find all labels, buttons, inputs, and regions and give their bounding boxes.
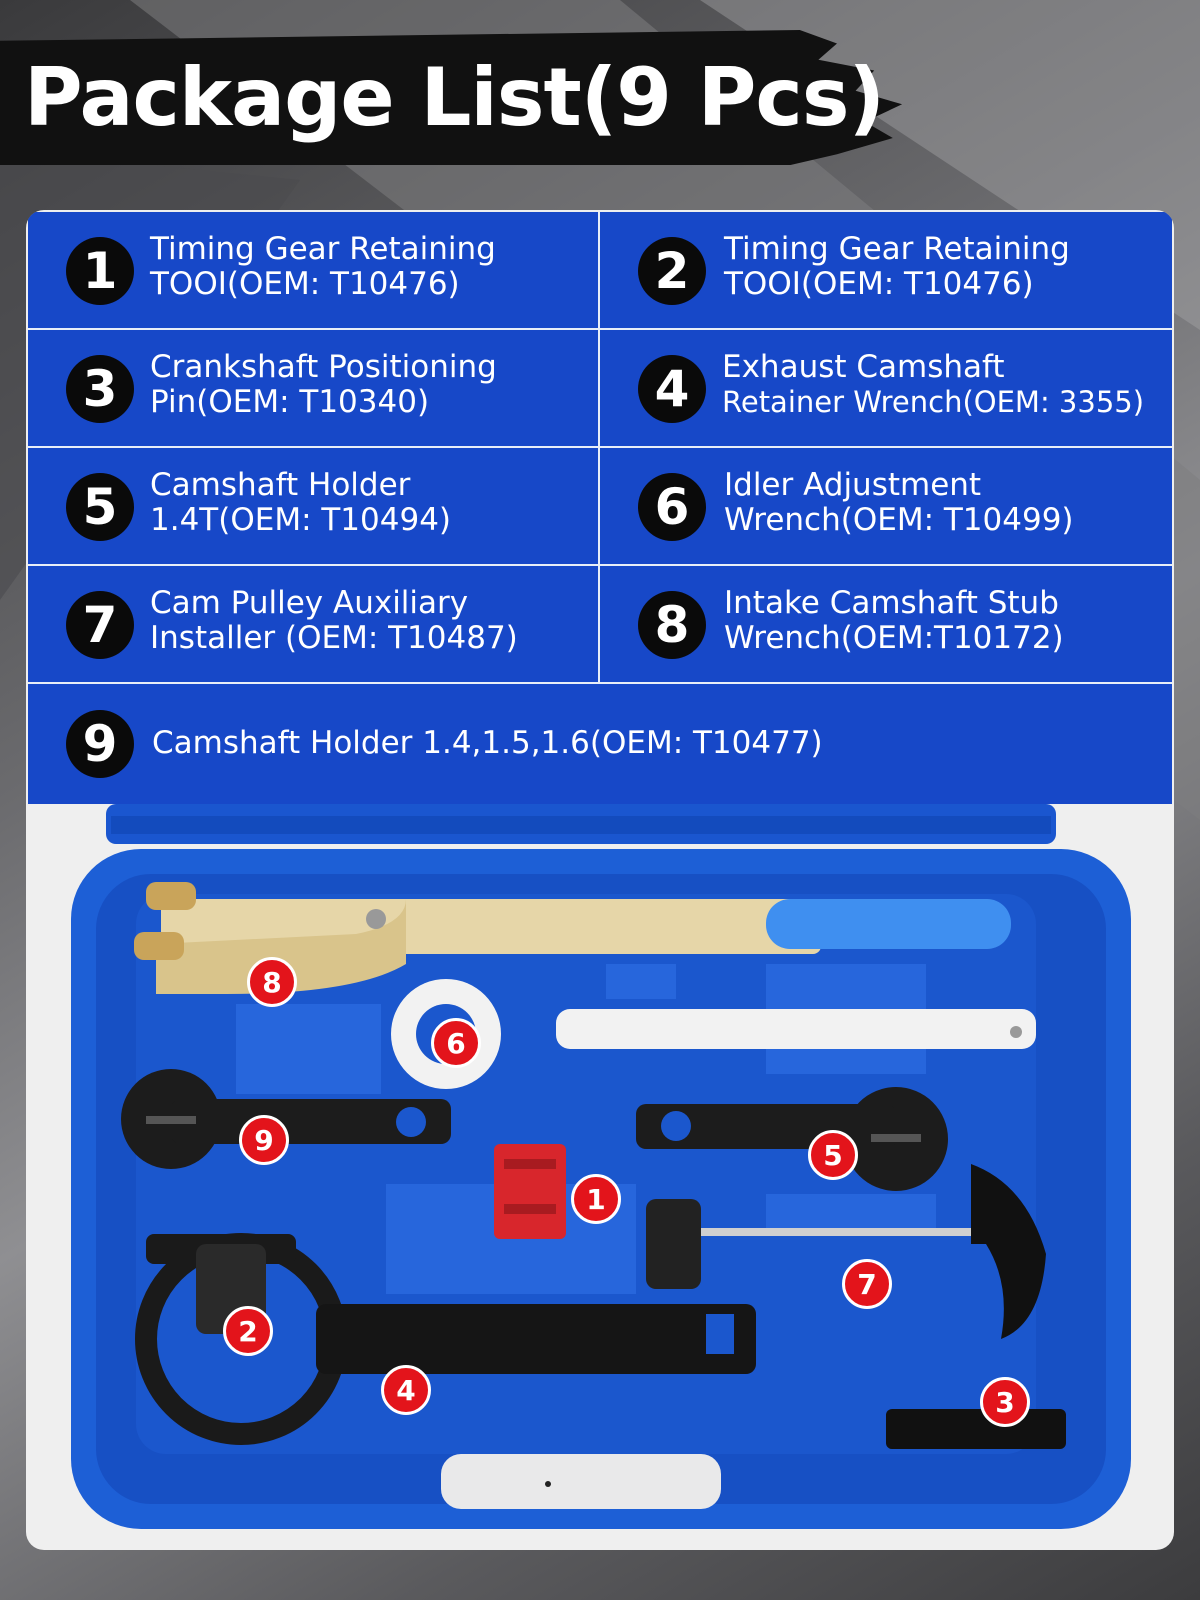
item-number-badge: 4 xyxy=(638,355,706,423)
list-item: 2 Timing Gear Retaining TOOI(OEM: T10476… xyxy=(600,212,1172,330)
item-number-badge: 3 xyxy=(66,355,134,423)
item-number-badge: 9 xyxy=(66,710,134,778)
item-label-line1: Camshaft Holder 1.4,1.5,1.6(OEM: T10477) xyxy=(152,725,823,761)
item-label-line1: Crankshaft Positioning xyxy=(150,349,497,385)
photo-marker-1: 1 xyxy=(571,1174,621,1224)
item-label-line2: TOOI(OEM: T10476) xyxy=(724,266,1034,302)
list-item: 6 Idler Adjustment Wrench(OEM: T10499) xyxy=(600,448,1172,566)
item-label-line1: Intake Camshaft Stub xyxy=(724,585,1059,621)
photo-marker-2: 2 xyxy=(223,1306,273,1356)
item-number-badge: 8 xyxy=(638,591,706,659)
item-number-badge: 2 xyxy=(638,237,706,305)
list-item: 4 Exhaust Camshaft Retainer Wrench(OEM: … xyxy=(600,330,1172,448)
title-banner xyxy=(0,30,903,165)
item-label-line1: Timing Gear Retaining xyxy=(150,231,496,267)
item-label-line2: Installer (OEM: T10487) xyxy=(150,620,518,656)
package-card: 1 Timing Gear Retaining TOOI(OEM: T10476… xyxy=(26,210,1174,1550)
photo-marker-5: 5 xyxy=(808,1130,858,1180)
item-number-badge: 1 xyxy=(66,237,134,305)
photo-marker-9: 9 xyxy=(239,1115,289,1165)
item-number-badge: 7 xyxy=(66,591,134,659)
list-item: 7 Cam Pulley Auxiliary Installer (OEM: T… xyxy=(28,566,600,684)
photo-marker-4: 4 xyxy=(381,1365,431,1415)
list-item: 9 Camshaft Holder 1.4,1.5,1.6(OEM: T1047… xyxy=(28,684,1172,804)
item-label-line2: TOOI(OEM: T10476) xyxy=(150,266,460,302)
list-item: 5 Camshaft Holder 1.4T(OEM: T10494) xyxy=(28,448,600,566)
item-label-line1: Exhaust Camshaft xyxy=(722,349,1005,385)
item-label-line1: Camshaft Holder xyxy=(150,467,411,503)
photo-marker-6: 6 xyxy=(431,1018,481,1068)
photo-marker-8: 8 xyxy=(247,957,297,1007)
item-label-line2: 1.4T(OEM: T10494) xyxy=(150,502,452,538)
item-label-line2: Wrench(OEM:T10172) xyxy=(724,620,1064,656)
item-number-badge: 6 xyxy=(638,473,706,541)
item-label-line2: Retainer Wrench(OEM: 3355) xyxy=(722,385,1145,419)
item-label-line1: Idler Adjustment xyxy=(724,467,982,503)
package-list-table: 1 Timing Gear Retaining TOOI(OEM: T10476… xyxy=(28,212,1172,804)
page-title: Package List(9 Pcs) xyxy=(24,51,885,144)
list-item: 1 Timing Gear Retaining TOOI(OEM: T10476… xyxy=(28,212,600,330)
list-item: 3 Crankshaft Positioning Pin(OEM: T10340… xyxy=(28,330,600,448)
list-item: 8 Intake Camshaft Stub Wrench(OEM:T10172… xyxy=(600,566,1172,684)
item-label-line1: Timing Gear Retaining xyxy=(724,231,1070,267)
item-label-line2: Wrench(OEM: T10499) xyxy=(724,502,1074,538)
photo-marker-3: 3 xyxy=(980,1377,1030,1427)
photo-marker-7: 7 xyxy=(842,1259,892,1309)
item-label-line2: Pin(OEM: T10340) xyxy=(150,384,430,420)
item-label-line1: Cam Pulley Auxiliary xyxy=(150,585,469,621)
item-number-badge: 5 xyxy=(66,473,134,541)
